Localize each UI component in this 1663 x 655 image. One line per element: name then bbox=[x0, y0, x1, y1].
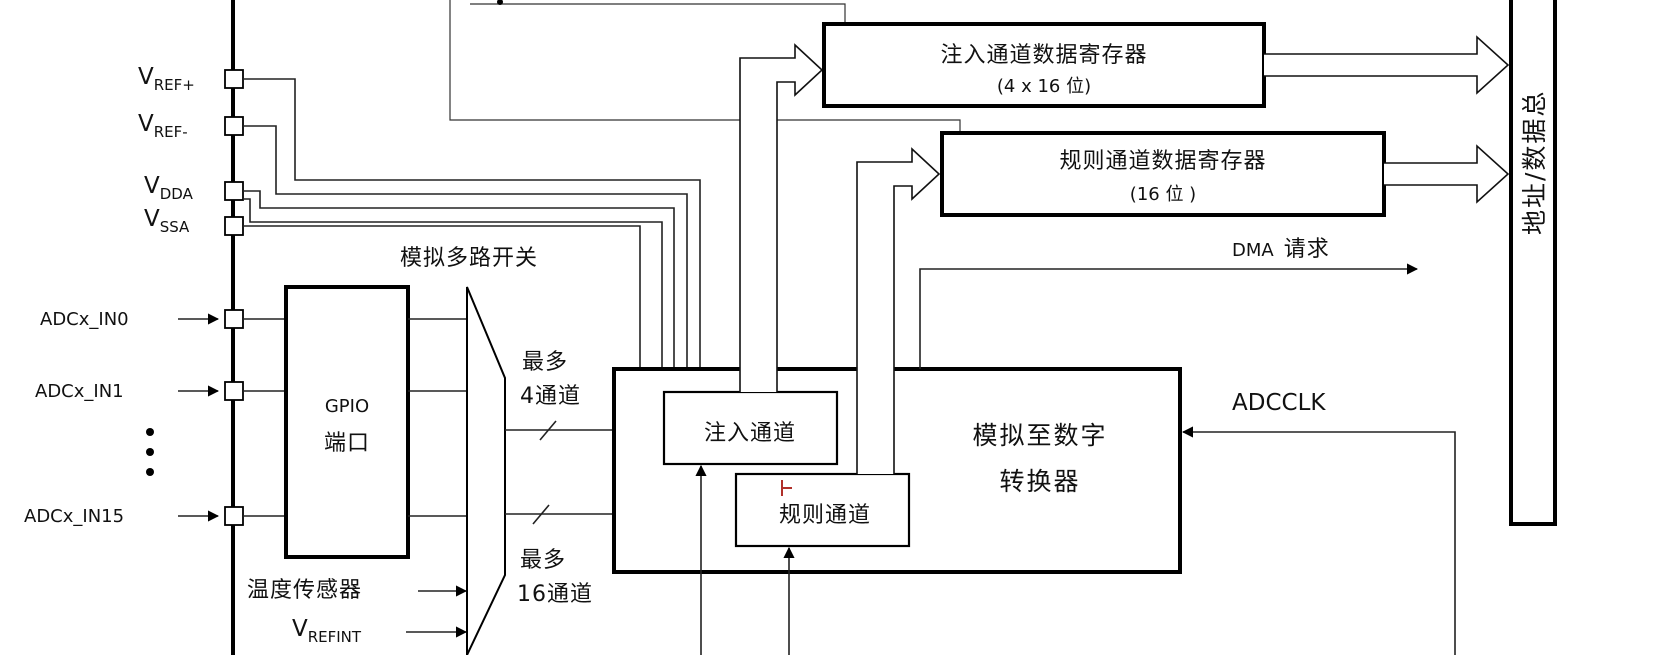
pin-pad-vref-minus bbox=[224, 116, 244, 136]
pin-label-vdda: VDDA bbox=[144, 173, 194, 203]
analog-mux-shape bbox=[466, 286, 506, 655]
red-marker bbox=[781, 480, 792, 496]
pin-label-vref-plus: VREF+ bbox=[138, 64, 195, 94]
pin-label-in15: ADCx_IN15 bbox=[24, 506, 124, 527]
top-feedback-wire bbox=[449, 0, 961, 133]
pin-label-vssa: VSSA bbox=[144, 206, 190, 236]
gpio-label: GPIO bbox=[325, 396, 369, 417]
injected-register-size: (4 x 16 位) bbox=[997, 76, 1091, 97]
injected-channel-label: 注入通道 bbox=[704, 421, 796, 446]
pin-label-vref-minus: VREF- bbox=[138, 111, 188, 141]
injected-max-line1: 最多 bbox=[522, 350, 568, 375]
pin-pad-in0 bbox=[224, 309, 244, 329]
pin-pad-vdda bbox=[224, 181, 244, 201]
regular-channel-box bbox=[734, 472, 911, 548]
injected-register-to-bus-arrow bbox=[1264, 35, 1510, 95]
pin-pad-vref-plus bbox=[224, 69, 244, 89]
vrefint-label: VREFINT bbox=[292, 616, 362, 646]
regular-register-to-bus-arrow bbox=[1384, 144, 1510, 204]
injected-channel-box bbox=[662, 390, 839, 466]
injected-data-register-box bbox=[822, 22, 1266, 108]
pin-pad-vssa bbox=[224, 216, 244, 236]
injected-register-title: 注入通道数据寄存器 bbox=[940, 43, 1147, 68]
gpio-port-label: 端口 bbox=[324, 431, 370, 456]
injected-data-path bbox=[739, 43, 824, 392]
pin-pads bbox=[224, 69, 244, 526]
power-wires bbox=[243, 78, 701, 369]
injected-max-line2: 4通道 bbox=[520, 384, 581, 409]
adcclk-label: ADCCLK bbox=[1232, 390, 1326, 416]
pin-pad-in1 bbox=[224, 381, 244, 401]
ellipsis-dots bbox=[146, 428, 154, 476]
gpio-port-box bbox=[284, 285, 410, 559]
address-data-bus-label: 地址/数据总 bbox=[1520, 90, 1549, 235]
adc-label-line1: 模拟至数字 bbox=[972, 421, 1107, 450]
temp-sensor-label: 温度传感器 bbox=[247, 578, 362, 603]
regular-register-title: 规则通道数据寄存器 bbox=[1059, 149, 1266, 174]
pin-label-in1: ADCx_IN1 bbox=[35, 381, 124, 402]
pin-pad-in15 bbox=[224, 506, 244, 526]
regular-channel-label: 规则通道 bbox=[779, 503, 871, 528]
address-data-bus-box bbox=[1509, 0, 1557, 526]
regular-register-size: (16 位 ) bbox=[1130, 184, 1196, 205]
regular-max-line2: 16通道 bbox=[517, 582, 593, 607]
adc-label-line2: 转换器 bbox=[999, 467, 1080, 496]
analog-mux-label: 模拟多路开关 bbox=[400, 246, 538, 271]
pin-label-in0: ADCx_IN0 bbox=[40, 309, 129, 330]
regular-data-path bbox=[856, 147, 941, 474]
regular-max-line1: 最多 bbox=[520, 548, 566, 573]
